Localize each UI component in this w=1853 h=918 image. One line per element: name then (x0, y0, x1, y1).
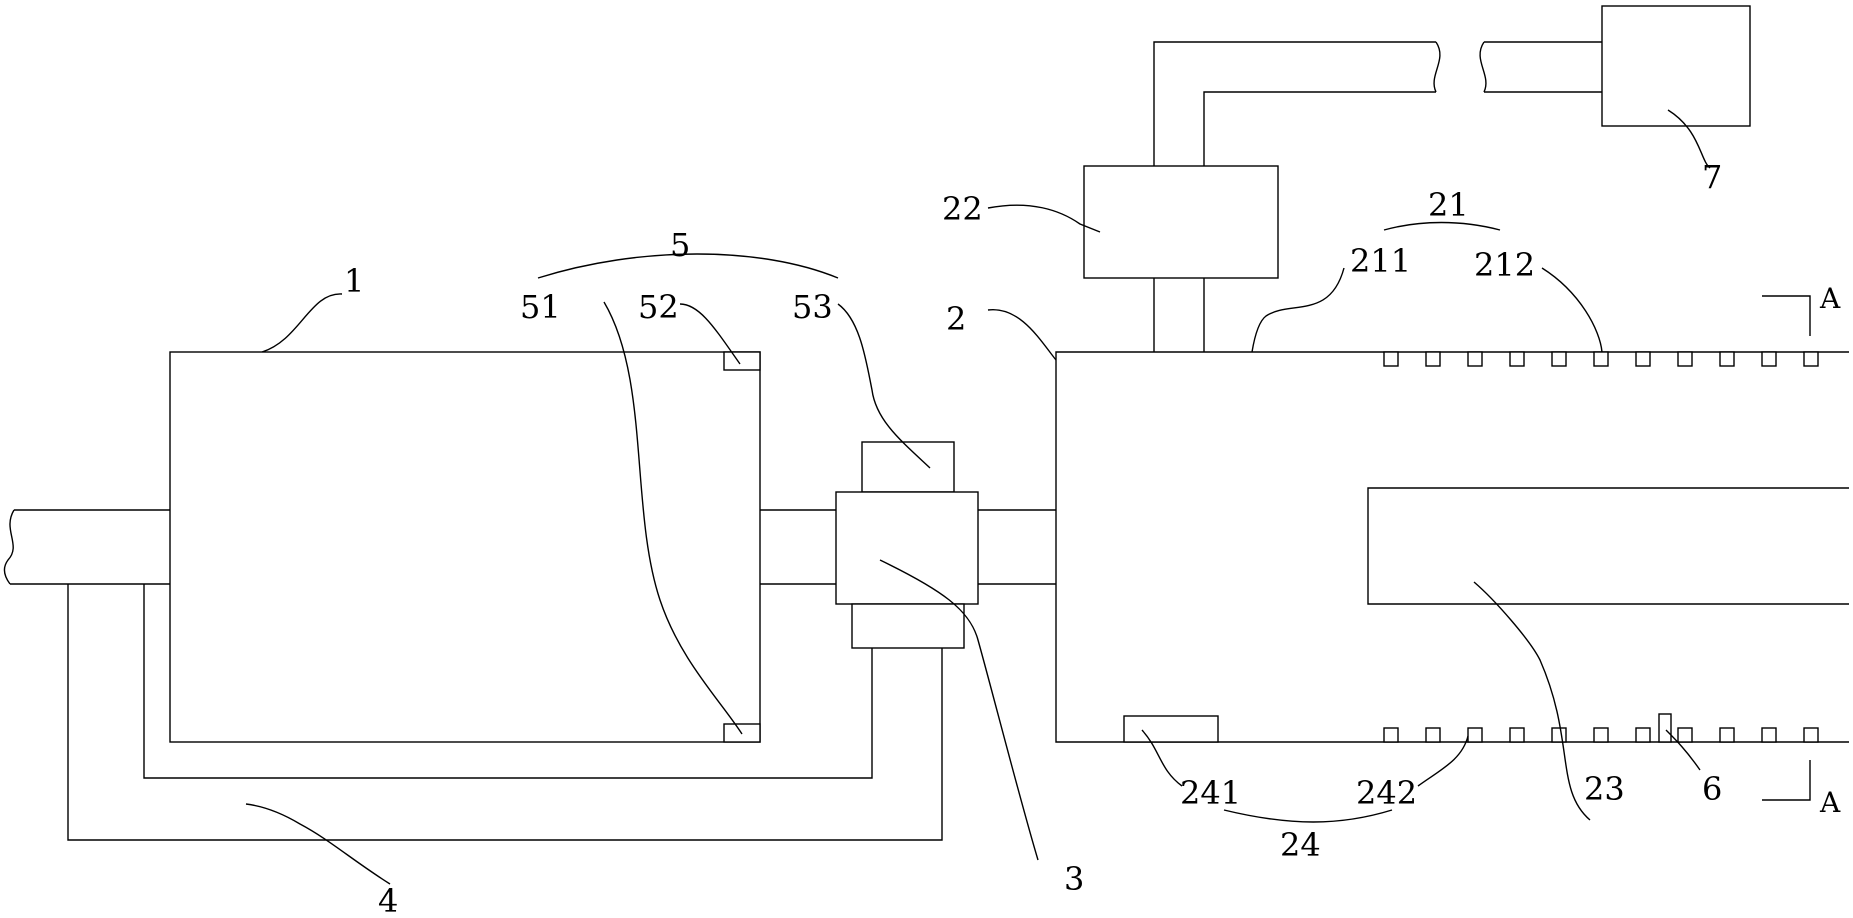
sensor-6 (1658, 713, 1672, 743)
leader-lines (245, 109, 1711, 885)
unit-7 (1601, 5, 1751, 127)
reference-labels: 1 5 51 52 53 2 22 21 211 212 7 A A 241 2… (344, 158, 1841, 918)
label-2: 2 (946, 300, 966, 338)
label-23: 23 (1584, 770, 1625, 808)
brace-21 (1383, 221, 1501, 231)
label-1: 1 (344, 262, 364, 300)
label-52: 52 (638, 288, 679, 326)
fan-22 (1083, 165, 1279, 279)
inlet-pipe (3, 509, 170, 585)
brace-5 (537, 253, 839, 279)
bottom-ribs-242 (1383, 727, 1819, 743)
label-241: 241 (1180, 774, 1241, 812)
label-5: 5 (670, 226, 690, 264)
label-24: 24 (1280, 826, 1321, 864)
label-211: 211 (1350, 242, 1411, 280)
section-marker-top (1762, 295, 1811, 336)
label-22: 22 (942, 190, 983, 228)
label-53: 53 (792, 288, 833, 326)
bypass-pipe-4 (67, 584, 943, 841)
label-section-a-top: A (1819, 282, 1841, 315)
housing-2 (1055, 351, 1849, 743)
label-51: 51 (520, 288, 561, 326)
label-6: 6 (1702, 770, 1722, 808)
pipe-1-3 (760, 509, 836, 585)
brace-24 (1223, 809, 1393, 823)
label-4: 4 (378, 882, 398, 918)
top-ribs-212 (1383, 351, 1819, 367)
section-marker-bottom (1762, 760, 1811, 801)
label-21: 21 (1428, 186, 1469, 224)
label-7: 7 (1702, 158, 1722, 196)
box-1 (169, 351, 761, 743)
sensor-52 (723, 351, 761, 371)
label-212: 212 (1474, 246, 1535, 284)
label-section-a-bottom: A (1819, 786, 1841, 819)
exhaust-pipe (1153, 41, 1602, 352)
label-3: 3 (1064, 860, 1084, 898)
block-241 (1123, 715, 1219, 743)
label-242: 242 (1356, 774, 1417, 812)
valve-3 (835, 441, 979, 649)
pipe-3-2 (978, 509, 1056, 585)
